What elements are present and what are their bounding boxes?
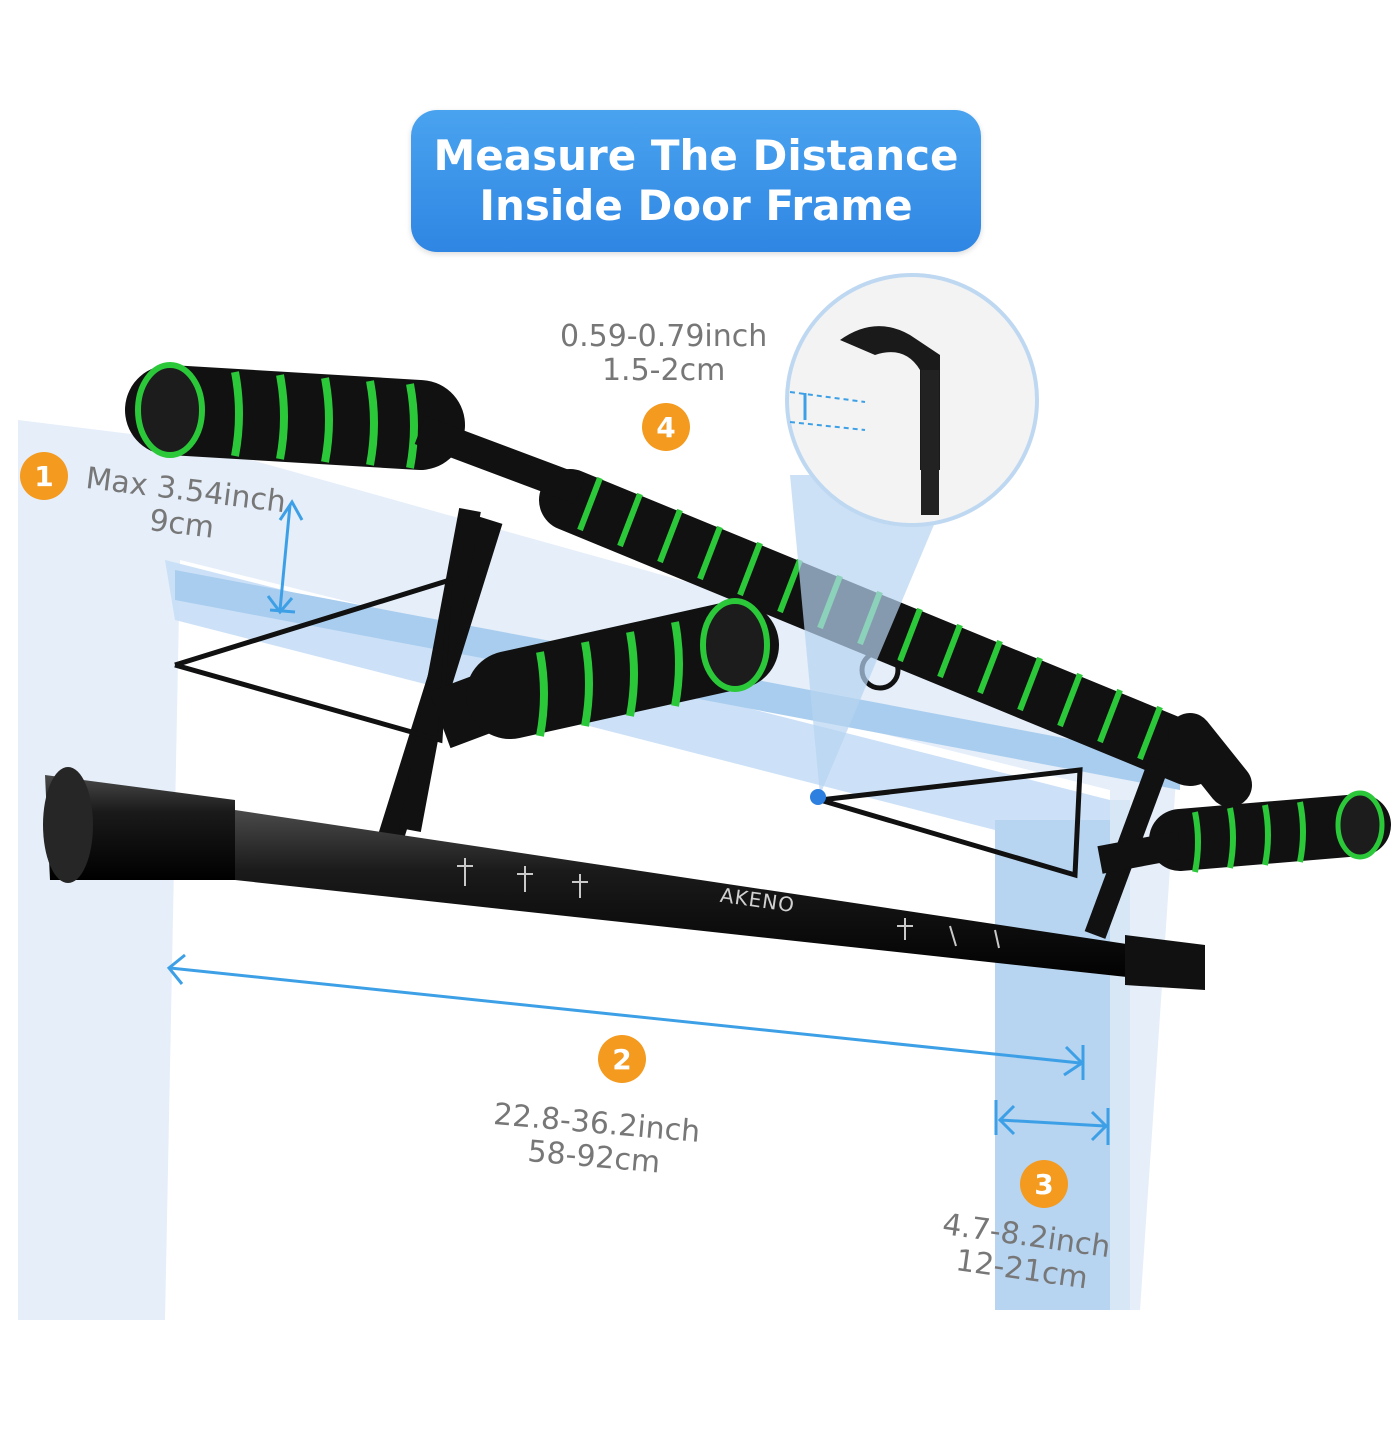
main-bar [43,767,1205,990]
support-struts [174,507,1171,939]
top-bar-foam-stripes [577,476,1163,761]
arrow-width [169,966,1081,1065]
callout-badge-3: 3 [1020,1160,1068,1208]
callout-badge-2: 2 [598,1035,646,1083]
dimension-arrows [166,499,1110,1145]
title-line-1: Measure The Distance [433,131,959,180]
middle-handle [429,598,779,749]
left-upper-handle [125,362,586,505]
title-banner: Measure The Distance Inside Door Frame [411,110,981,252]
arrow-depth [278,504,292,611]
callout-badge-4: 4 [642,403,690,451]
callout-label-4: 0.59-0.79inch 1.5-2cm [560,320,767,388]
arrow-frame-depth [999,1118,1106,1128]
zoom-inset [785,273,1039,527]
callout-4-inch: 0.59-0.79inch [560,319,768,354]
title-line-2: Inside Door Frame [479,181,913,230]
callout-badge-1: 1 [20,452,68,500]
zoom-connector [790,475,955,805]
exercise-icons [457,858,1000,949]
callout-4-cm: 1.5-2cm [601,353,726,388]
right-handles [1097,713,1391,874]
